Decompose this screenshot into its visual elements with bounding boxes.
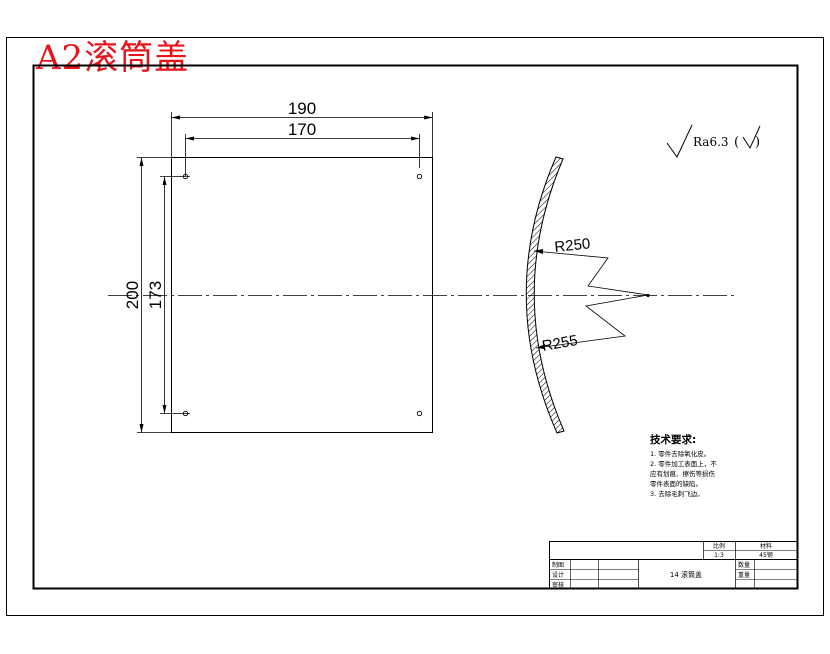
technical-requirements: 技术要求: 1. 零件去除氧化皮。 2. 零件加工表面上，不 应有划痕、擦伤等损… xyxy=(650,433,717,498)
curved-sheet-section xyxy=(525,156,565,434)
roughness-close-paren: ) xyxy=(755,135,760,150)
drawn-by-label: 制图 xyxy=(552,561,564,569)
weight-label: 重量 xyxy=(738,571,750,579)
hole-bottom-right xyxy=(416,410,423,417)
dim-170 xyxy=(185,136,420,141)
leader-r255 xyxy=(535,294,649,349)
outer-border xyxy=(6,37,824,616)
quantity-label: 数量 xyxy=(738,561,750,569)
roughness-symbol-small-icon xyxy=(742,125,761,150)
dim-170-label: 170 xyxy=(288,120,316,139)
tech-req-item-5: 3. 去除毛刺飞边。 xyxy=(650,489,704,498)
part-name: 14 滚筒盖 xyxy=(670,570,702,579)
dim-173-label: 173 xyxy=(146,281,165,309)
radius-r255-label: R255 xyxy=(541,332,579,355)
dim-173 xyxy=(162,176,167,414)
radius-r250-label: R250 xyxy=(554,235,591,256)
dim-190-label: 190 xyxy=(288,99,316,118)
drawing-title: A2滚筒盖 xyxy=(36,38,190,78)
roughness-symbol-icon xyxy=(666,124,693,158)
plate-outline xyxy=(171,157,433,433)
scale-label: 比例 xyxy=(713,542,725,550)
tech-req-heading: 技术要求: xyxy=(650,433,696,446)
roughness-value: Ra6.3 xyxy=(693,135,729,149)
title-block xyxy=(549,541,798,589)
plate-view: 190 170 200 173 xyxy=(123,99,433,433)
hole-top-left xyxy=(182,173,189,180)
designed-by-label: 设计 xyxy=(552,571,564,579)
dim-200 xyxy=(139,157,144,433)
tech-req-item-1: 1. 零件去除氧化皮。 xyxy=(650,449,710,458)
leader-r250 xyxy=(533,250,649,296)
reviewed-by-label: 审核 xyxy=(552,581,564,589)
surface-roughness-note: Ra6.3 ( ) xyxy=(666,124,761,158)
tech-req-item-3: 应有划痕、擦伤等损伤 xyxy=(650,469,716,478)
tech-req-item-2: 2. 零件加工表面上，不 xyxy=(650,459,717,468)
roughness-open-paren: ( xyxy=(734,135,739,150)
inner-border xyxy=(32,64,799,590)
hole-top-right xyxy=(416,173,423,180)
dim-200-label: 200 xyxy=(123,281,142,309)
curved-section-view: R250 R255 xyxy=(525,156,650,434)
material-value: 45钢 xyxy=(759,551,773,559)
scale-value: 1:3 xyxy=(714,552,724,559)
tech-req-item-4: 零件表面的缺陷。 xyxy=(650,479,702,488)
dim-190 xyxy=(171,115,433,120)
material-label: 材料 xyxy=(760,542,772,550)
hole-bottom-left xyxy=(182,410,189,417)
title-block-text: 比例 1:3 材料 45钢 制图 设计 审核 14 滚筒盖 数量 重量 xyxy=(552,542,773,589)
